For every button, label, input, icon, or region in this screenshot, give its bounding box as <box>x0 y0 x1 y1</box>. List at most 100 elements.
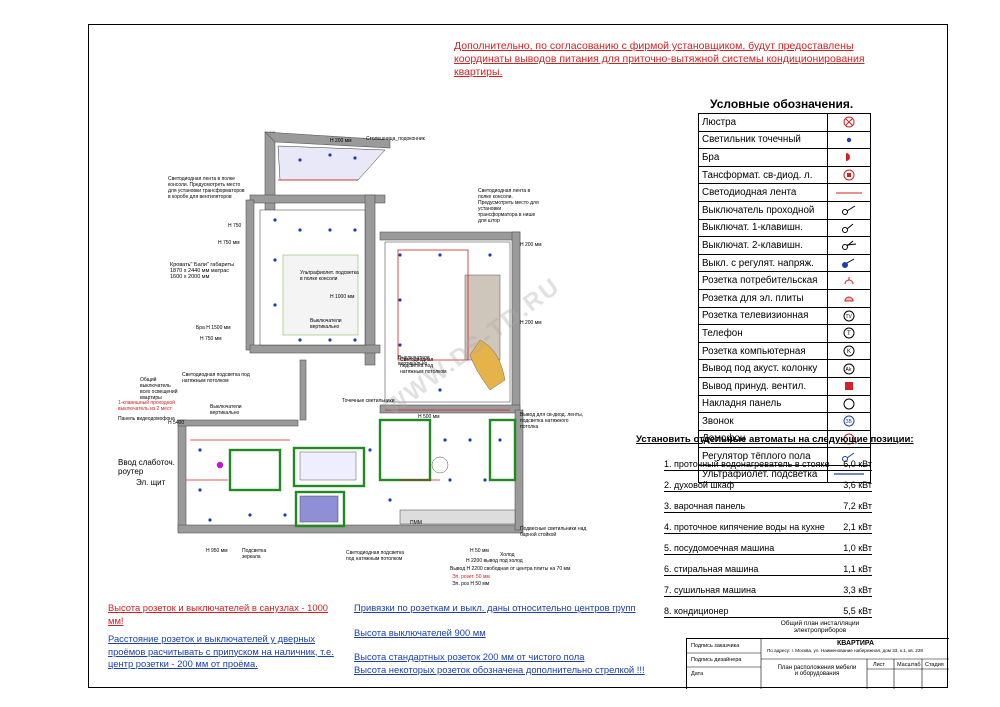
floor-plan <box>177 131 524 534</box>
dimmer-switch-icon <box>827 253 871 273</box>
bed <box>282 254 359 336</box>
spotlight-icon <box>827 130 871 150</box>
legend-row: Бра <box>698 148 871 167</box>
stamp-date: Дата <box>691 671 704 677</box>
label-under: Подвесные светильники над барной стойкой <box>520 526 587 538</box>
label-h200c: H 200 мм <box>520 320 542 326</box>
legend-label: Розетка потребительская <box>698 271 828 290</box>
breaker-label: 1. проточный водонагреватель в стояке <box>664 459 830 469</box>
label-led4: Светодиодная подсветка под натяжным пото… <box>400 357 447 375</box>
legend-label: Люстра <box>698 113 828 132</box>
breaker-label: 3. варочная панель <box>664 501 746 511</box>
legend-label: Розетка компьютерная <box>698 341 828 361</box>
breaker-label: 2. духовой шкаф <box>664 480 735 490</box>
label-switch-vert1: Выключатели вертикально <box>310 318 342 330</box>
note-doors: Расстояние розеток и выключателей у двер… <box>108 633 334 669</box>
svg-text:ЗВ: ЗВ <box>846 419 853 425</box>
uv-light-icon <box>827 464 871 484</box>
legend-label: Бра <box>698 148 828 167</box>
label-bed: Кровать" Бали" габариты 1870 х 2440 мм м… <box>170 262 235 280</box>
breaker-label: 4. проточное кипячение воды на кухне <box>664 522 825 532</box>
stove-socket-icon <box>827 288 871 308</box>
label-uv: Ультрафиолет. подсветка в полке консоли <box>300 270 359 282</box>
drawing-frame <box>88 24 948 688</box>
legend-label: Выключат. 1-клавишн. <box>698 218 828 238</box>
label-h750b: H 750 <box>228 223 242 229</box>
top-red-note: Дополнительно, по согласованию с фирмой … <box>454 40 865 78</box>
breaker-power: 6,0 кВт <box>843 459 872 469</box>
legend-row: Вывод принуд. вентил. <box>698 376 871 396</box>
notes-left: Высота розеток и выключателей в санузлах… <box>108 602 343 671</box>
breaker-row: 2. духовой шкаф 3,6 кВт <box>664 479 872 492</box>
note-groups: Привязки по розеткам и выкл. даны относи… <box>354 602 636 613</box>
legend-row: Выкл. с регулят. напряж. <box>698 253 871 273</box>
legend-label: Вывод под акуст. колонку <box>698 359 828 378</box>
legend-row: Светильник точечный <box>698 130 871 150</box>
legend-label: Звонок <box>698 412 828 431</box>
label-h950: H 950 мм <box>206 548 228 554</box>
breaker-power: 2,1 кВт <box>843 522 872 532</box>
breaker-row: 4. проточное кипячение воды на кухне 2,1 … <box>664 521 872 534</box>
stamp-sheet: Лист <box>873 662 885 668</box>
chandelier-icon <box>827 113 871 132</box>
label-switch-vert3: Выключатели вертикально <box>210 404 242 416</box>
computer-socket-icon: K <box>827 341 871 361</box>
label-switch-common: Общий выключатель всех освещений квартир… <box>140 377 178 401</box>
kitchen-counter <box>399 509 516 525</box>
legend-row: Накладня панель <box>698 394 871 414</box>
legend-label: Выкл. с регулят. напряж. <box>698 253 828 273</box>
breaker-row: 1. проточный водонагреватель в стояке 6,0… <box>664 458 872 471</box>
legend-row: Звонок ЗВ <box>698 412 871 431</box>
tv-socket-icon: TV <box>827 306 871 326</box>
label-cold: Холод <box>500 552 515 558</box>
legend-label: Светильник точечный <box>698 130 828 150</box>
label-h1500: Бра H 1500 мм <box>196 325 231 331</box>
label-kitchen1: Вывод Н 2200 свободная от центра плиты н… <box>450 566 571 572</box>
label-h750c: H 750 мм <box>200 336 222 342</box>
walls <box>177 131 524 534</box>
stamp-sign-designer: Подпись дизайнера <box>691 657 742 663</box>
label-shield: Эл. щит <box>136 478 166 487</box>
breaker-power: 3,6 кВт <box>843 480 872 490</box>
legend-label: Розетка для эл. плиты <box>698 288 828 308</box>
stamp-object: КВАРТИРА <box>837 640 875 647</box>
note-sockets-height: Высота розеток и выключателей в санузлах… <box>108 602 328 626</box>
overlay-panel-icon <box>827 394 871 414</box>
label-led1: Светодиодная лента в полке консоли. Пред… <box>168 176 245 200</box>
label-h200b: H 200 мм <box>520 242 542 248</box>
socket-icon <box>827 271 871 290</box>
bathtub <box>299 451 357 481</box>
legend-row: Выключат. 2-клавишн. <box>698 236 871 255</box>
breaker-power: 7,2 кВт <box>843 501 872 511</box>
stamp-sheet-title: План расположения мебели и оборудования <box>777 665 857 677</box>
label-water: Н 50 мм <box>470 548 489 554</box>
breakers-title: Установить отдельные автоматы на следующ… <box>636 434 914 445</box>
label-kitchen2: Эл. розет. 50 мм <box>452 574 490 580</box>
title-block-grid <box>687 639 949 689</box>
label-one-key: 1-клавишный проходной выключатель из 2 м… <box>118 400 175 412</box>
svg-text:TV: TV <box>846 314 853 320</box>
label-sensor: Вывод для св-диод. ленты, подсветка натя… <box>520 412 584 430</box>
label-weak: Ввод слаботоч. роутер <box>118 458 175 476</box>
legend-label: Розетка телевизионная <box>698 306 828 326</box>
switch-1-icon <box>827 218 871 238</box>
label-h5400: H 5400 <box>168 420 185 426</box>
label-kitchen3: Эл. рoз Н 50 мм <box>452 581 490 587</box>
breaker-power: 1,1 кВт <box>843 564 872 574</box>
legend-label: Светодиодная лента <box>698 183 828 202</box>
legend-row: Люстра <box>698 113 871 132</box>
breaker-power: 5,5 кВт <box>843 606 872 616</box>
label-mirror: Подсветка зеркала <box>242 548 267 560</box>
breaker-power: 1,0 кВт <box>843 543 872 553</box>
breaker-label: 7. сушильная машина <box>664 585 756 595</box>
label-h1000: H 1000 мм <box>330 294 355 300</box>
stamp-caption: Общий план инсталляции электроприборов <box>780 620 860 634</box>
label-switch-vert2: Выключатели вертикально <box>398 355 430 367</box>
legend-row: Ультрафиолет. подсветка <box>698 464 871 484</box>
breaker-power: 3,3 кВт <box>843 585 872 595</box>
title-block: Подпись заказчика Подпись дизайнера Дата… <box>686 638 949 689</box>
breaker-row: 7. сушильная машина 3,3 кВт <box>664 584 872 597</box>
